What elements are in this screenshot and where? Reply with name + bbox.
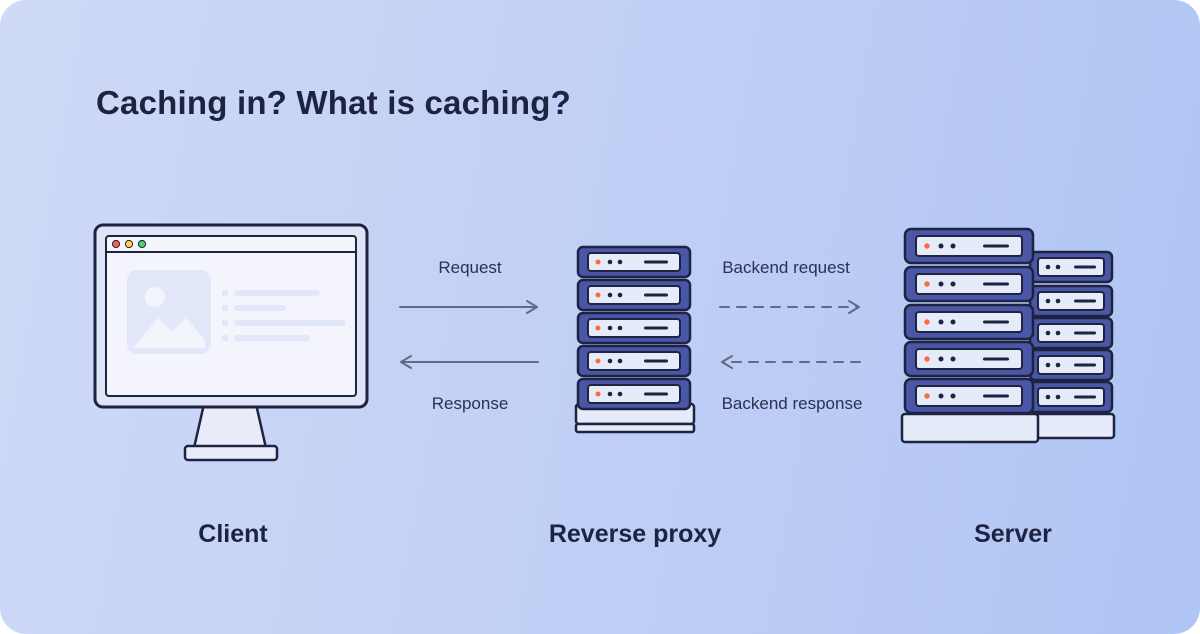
client-monitor-icon	[93, 223, 369, 462]
client-label: Client	[198, 520, 268, 548]
reverse-proxy-server-icon	[574, 245, 696, 434]
image-placeholder-icon	[127, 270, 211, 354]
backend-request-label: Backend request	[722, 258, 850, 277]
server-cluster-icon	[900, 227, 1116, 444]
text-lines-icon	[222, 290, 346, 341]
backend-response-label: Backend response	[721, 394, 863, 413]
reverse-proxy-label: Reverse proxy	[548, 520, 722, 548]
diagram-title: Caching in? What is caching?	[96, 84, 571, 121]
response-label: Response	[431, 394, 509, 413]
request-label: Request	[438, 258, 502, 277]
server-label: Server	[974, 520, 1052, 548]
